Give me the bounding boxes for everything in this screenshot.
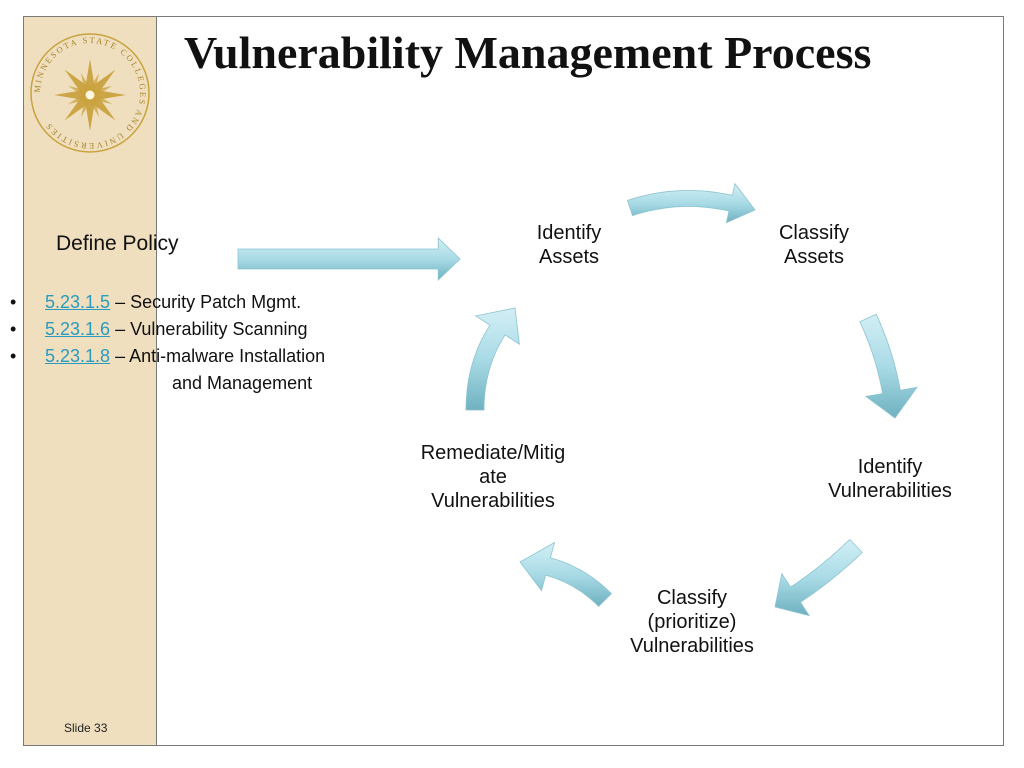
define-policy-arrow <box>237 237 461 281</box>
bullet-icon: • <box>10 292 17 312</box>
cycle-arrow-identify-to-prioritize <box>774 538 863 617</box>
policy-item: • 5.23.1.6 – Vulnerability Scanning <box>0 316 430 343</box>
slide: MINNESOTA STATE COLLEGES AND UNIVERSITIE… <box>23 16 1004 746</box>
policy-item-text: – Security Patch Mgmt. <box>110 292 302 312</box>
cycle-arrow-classify-to-identify-vuln <box>859 313 918 419</box>
cycle-arrow-remediate-to-identify-assets <box>465 307 520 411</box>
policy-list: • 5.23.1.5 – Security Patch Mgmt. • 5.23… <box>0 289 430 397</box>
policy-item-text: – Anti-malware Installation <box>110 346 326 366</box>
cycle-arrow-prioritize-to-remediate <box>519 541 612 607</box>
university-seal-logo: MINNESOTA STATE COLLEGES AND UNIVERSITIE… <box>30 33 150 153</box>
policy-item: • 5.23.1.8 – Anti-malware Installation a… <box>0 343 430 397</box>
policy-link[interactable]: 5.23.1.5 <box>45 292 111 312</box>
policy-link[interactable]: 5.23.1.6 <box>45 319 111 339</box>
slide-title: Vulnerability Management Process <box>184 27 872 78</box>
slide-number: Slide 33 <box>64 721 108 735</box>
bullet-icon: • <box>10 319 17 339</box>
policy-item-text: – Vulnerability Scanning <box>110 319 308 339</box>
policy-item-continuation: and Management <box>172 373 313 393</box>
bullet-icon: • <box>10 346 17 366</box>
define-policy-label: Define Policy <box>56 232 179 255</box>
sidebar: MINNESOTA STATE COLLEGES AND UNIVERSITIE… <box>24 17 157 745</box>
seal-star-center <box>84 89 96 101</box>
policy-item: • 5.23.1.5 – Security Patch Mgmt. <box>0 289 430 316</box>
policy-link[interactable]: 5.23.1.8 <box>45 346 111 366</box>
step-classify-prioritize-vulnerabilities: Classify(prioritize)Vulnerabilities <box>630 587 754 657</box>
cycle-arrow-assets-to-classify <box>626 182 756 224</box>
